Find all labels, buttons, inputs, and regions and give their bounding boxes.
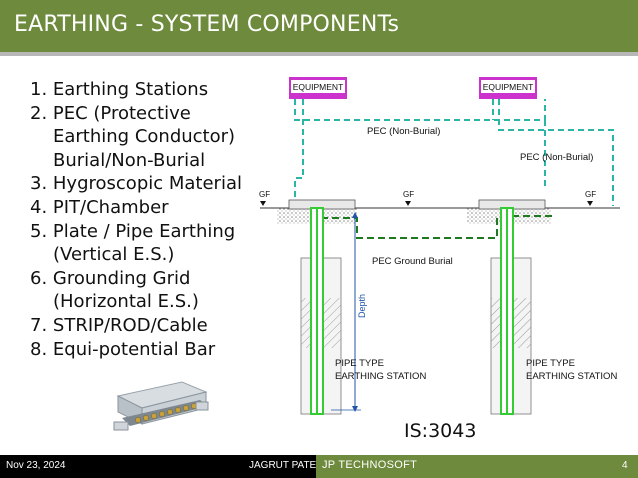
list-item: 7. STRIP/ROD/Cable <box>30 314 208 336</box>
list-item: 2. PEC (Protective <box>30 102 191 124</box>
title-bar <box>0 0 638 52</box>
footer-date: Nov 23, 2024 <box>6 460 66 471</box>
list-item: 1. Earthing Stations <box>30 79 209 100</box>
page-number: 4 <box>622 460 628 471</box>
list-item: 6. Grounding Grid <box>30 267 191 289</box>
list-item: Burial/Non-Burial <box>53 149 206 171</box>
list-item: 5. Plate / Pipe Earthing <box>30 220 236 242</box>
pec-non-burial-label: PEC (Non-Burial) <box>520 152 593 163</box>
depth-label: Depth <box>357 294 367 318</box>
list-item: 8. Equi-potential Bar <box>30 338 216 360</box>
equipotential-bar-image <box>113 381 209 431</box>
station-label: PIPE TYPE <box>335 358 384 369</box>
earthing-station-left <box>300 207 342 415</box>
station-label: EARTHING STATION <box>526 371 617 382</box>
pec-ground-burial-label: PEC Ground Burial <box>372 256 453 267</box>
component-list: 1. Earthing Stations 2. PEC (Protective … <box>30 78 242 361</box>
depth-dimension <box>331 212 361 412</box>
equipment-box-left: EQUIPMENT <box>289 77 347 99</box>
earthing-station-right <box>490 207 532 415</box>
gf-label: GF <box>585 190 596 199</box>
standard-reference: IS:3043 <box>404 420 477 442</box>
equipment-label: EQUIPMENT <box>293 82 344 92</box>
equipment-label: EQUIPMENT <box>483 82 534 92</box>
footer-author: JAGRUT PATEL <box>249 460 322 471</box>
gf-label: GF <box>259 190 270 199</box>
earthing-diagram: EQUIPMENT EQUIPMENT PEC (Non-Burial) PEC… <box>259 77 620 415</box>
station-label: PIPE TYPE <box>526 358 575 369</box>
pec-non-burial-lines <box>294 99 614 206</box>
pec-non-burial-label: PEC (Non-Burial) <box>367 126 440 137</box>
list-item: Earthing Conductor) <box>53 126 236 148</box>
slide-title: EARTHING - SYSTEM COMPONENTs <box>14 12 400 37</box>
title-divider <box>0 52 638 56</box>
footer-company-band <box>316 455 638 478</box>
equipment-box-right: EQUIPMENT <box>479 77 537 99</box>
list-item: 3. Hygroscopic Material <box>30 173 242 195</box>
list-item: (Vertical E.S.) <box>53 244 175 266</box>
pec-ground-burial-line <box>321 215 555 239</box>
gf-label: GF <box>403 190 414 199</box>
footer-company: JP TECHNOSOFT <box>322 459 418 471</box>
list-item: (Horizontal E.S.) <box>53 291 199 313</box>
station-label: EARTHING STATION <box>335 371 426 382</box>
list-item: 4. PIT/Chamber <box>30 196 169 218</box>
